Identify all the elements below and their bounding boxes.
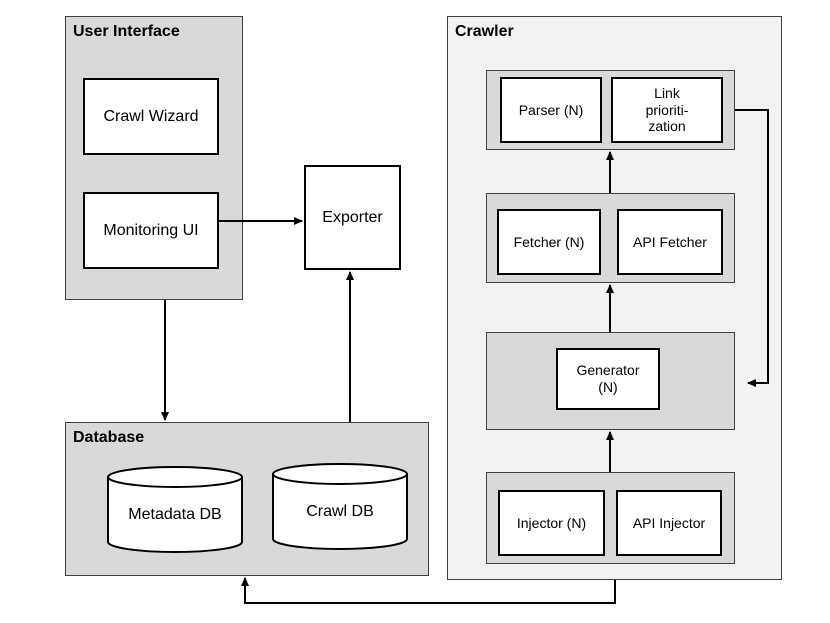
api-fetcher-box: API Fetcher <box>617 209 723 275</box>
parser-box: Parser (N) <box>500 77 602 143</box>
exporter-box: Exporter <box>304 165 401 270</box>
fetcher-box: Fetcher (N) <box>497 209 601 275</box>
database-title: Database <box>73 429 145 446</box>
link-prioritization-line-2: prioriti- <box>645 101 689 118</box>
arrow-crawler-to-database <box>241 577 616 604</box>
link-prioritization-line-1: Link <box>654 84 680 101</box>
generator-box: Generator (N) <box>556 348 660 410</box>
arrow-parser-to-generator <box>735 109 769 387</box>
monitoring-ui-box: Monitoring UI <box>83 192 219 269</box>
api-injector-box: API Injector <box>616 490 722 556</box>
crawl-db-label: Crawl DB <box>306 503 374 520</box>
link-prioritization-box: Link prioriti- zation <box>611 77 723 143</box>
generator-line-2: (N) <box>598 379 618 395</box>
crawl-wizard-box: Crawl Wizard <box>83 78 219 155</box>
injector-box: Injector (N) <box>498 490 605 556</box>
crawl-db-cylinder <box>272 463 408 550</box>
user-interface-title: User Interface <box>73 23 180 40</box>
crawler-title: Crawler <box>455 23 514 40</box>
link-prioritization-line-3: zation <box>648 118 686 135</box>
metadata-db-label: Metadata DB <box>128 506 222 523</box>
generator-line-1: Generator <box>576 362 640 379</box>
metadata-db-cylinder <box>107 466 243 553</box>
